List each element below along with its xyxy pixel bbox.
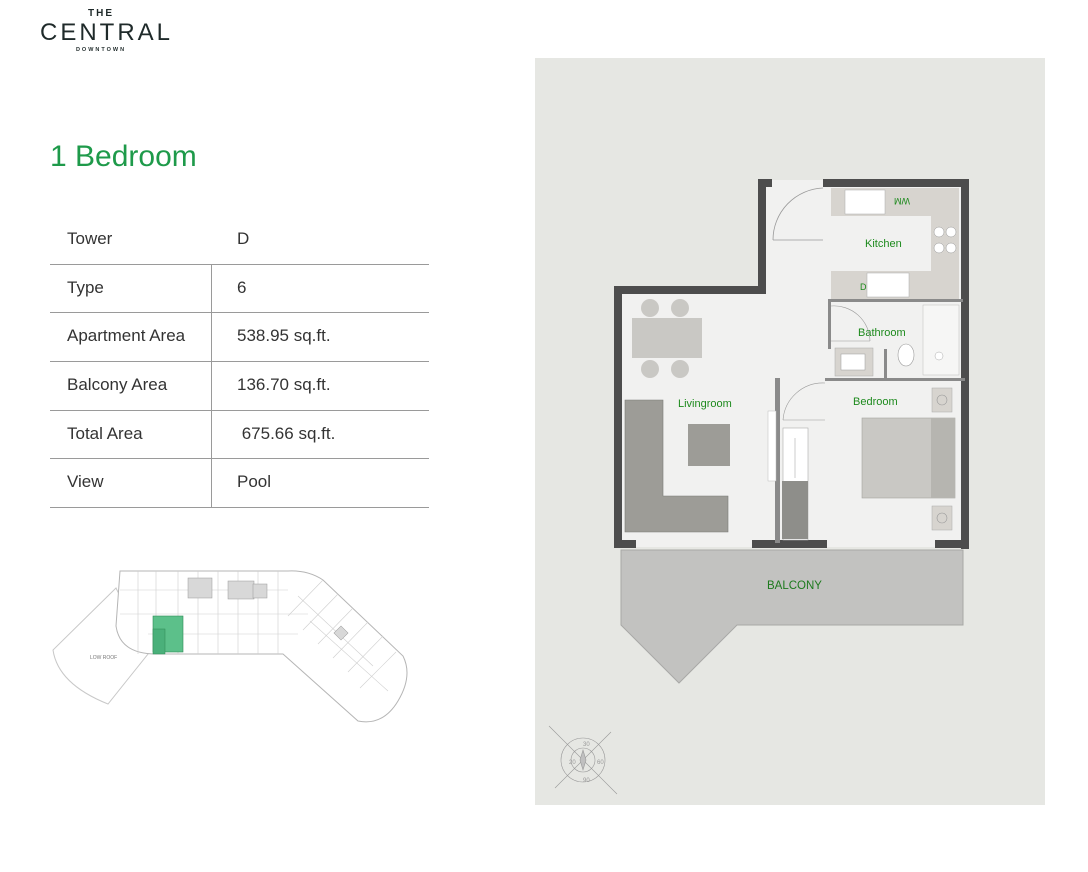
spec-table: Tower D Type 6 Apartment Area 538.95 sq.… [50, 216, 429, 509]
low-roof-outline [52, 587, 149, 705]
compass-labels: 30 60 90 20 [569, 742, 604, 784]
compass-label: 30 [583, 742, 590, 748]
spec-value: 136.70 sq.ft. [237, 375, 331, 395]
entry-door [772, 187, 824, 241]
bedroom-label: Bedroom [853, 396, 898, 408]
stair-lines [782, 481, 808, 539]
brand-logo: THE CENTRAL DOWNTOWN [40, 8, 174, 55]
bathroom-label: Bathroom [858, 327, 906, 339]
washing-machine-label: WM [894, 196, 910, 206]
kitchen-label: Kitchen [865, 238, 902, 250]
floor-plan-panel: BALCONY WM [535, 58, 1045, 805]
low-roof-label: LOW ROOF [90, 655, 117, 661]
coffee-table [688, 424, 730, 466]
spec-value: D [237, 229, 250, 248]
spec-value: 675.66 sq.ft. [237, 423, 336, 443]
exterior-walls [614, 179, 969, 549]
column-divider [211, 410, 212, 459]
logo-central: CENTRAL [40, 19, 174, 46]
bedroom-door [782, 382, 826, 421]
logo-downtown: DOWNTOWN [75, 47, 127, 53]
compass-label: 90 [583, 778, 590, 784]
dishwasher-label: D [860, 282, 867, 292]
compass-rose-icon [548, 725, 618, 795]
key-plan: LOW ROOF [52, 570, 408, 723]
kitchen-counter-right [931, 216, 959, 271]
toilet-icon [897, 343, 915, 367]
column-divider [211, 313, 212, 362]
building-grid [120, 571, 397, 692]
building-outline [115, 570, 408, 723]
shower-area [922, 304, 960, 376]
livingroom-label: Livingroom [678, 398, 732, 410]
floor-plan: BALCONY WM [548, 179, 969, 795]
spec-value: 6 [237, 277, 247, 297]
compass-label: 20 [569, 760, 576, 766]
cooktop-icon [933, 226, 957, 254]
spec-label: Balcony Area [67, 375, 168, 395]
spec-value: 538.95 sq.ft. [237, 326, 331, 346]
column-divider [211, 459, 212, 508]
highlighted-unit-balcony [152, 628, 166, 655]
dining-chairs [641, 299, 689, 378]
spec-row-type: Type 6 [50, 264, 429, 314]
lamp-icon [936, 394, 948, 406]
balcony-area [620, 549, 964, 684]
nightstand-top [931, 387, 953, 413]
kitchen-sink [844, 189, 886, 215]
column-divider [211, 362, 212, 410]
spec-row-view: View Pool [50, 459, 429, 509]
column-divider [211, 264, 212, 313]
spec-label: Apartment Area [67, 326, 186, 346]
kitchen-appliance [866, 272, 910, 298]
lamp-icon [936, 512, 948, 524]
interior-walls [775, 299, 965, 543]
spec-label: Total Area [67, 423, 143, 443]
logo-the: THE [88, 8, 114, 19]
compass-label: 60 [597, 760, 604, 766]
sink-icon [840, 353, 866, 371]
bathroom-door [830, 305, 871, 342]
wardrobe-hall [767, 410, 777, 482]
spec-label: Tower [67, 229, 113, 248]
sofa [624, 399, 729, 533]
spec-row-balcony-area: Balcony Area 136.70 sq.ft. [50, 362, 429, 411]
spec-row-total-area: Total Area 675.66 sq.ft. [50, 410, 429, 460]
spec-row-tower: Tower D [50, 216, 429, 265]
core-blocks [187, 577, 349, 641]
spec-value: Pool [237, 472, 272, 492]
spec-label: Type [67, 277, 104, 297]
spec-row-apartment-area: Apartment Area 538.95 sq.ft. [50, 313, 429, 363]
nightstand-bottom [931, 505, 953, 531]
bed-headboard [931, 418, 955, 498]
spec-label: View [67, 472, 104, 492]
balcony-label: BALCONY [767, 580, 822, 592]
dining-table [632, 318, 702, 358]
unit-title: 1 Bedroom [50, 140, 197, 173]
shower-drain-icon [934, 351, 944, 361]
